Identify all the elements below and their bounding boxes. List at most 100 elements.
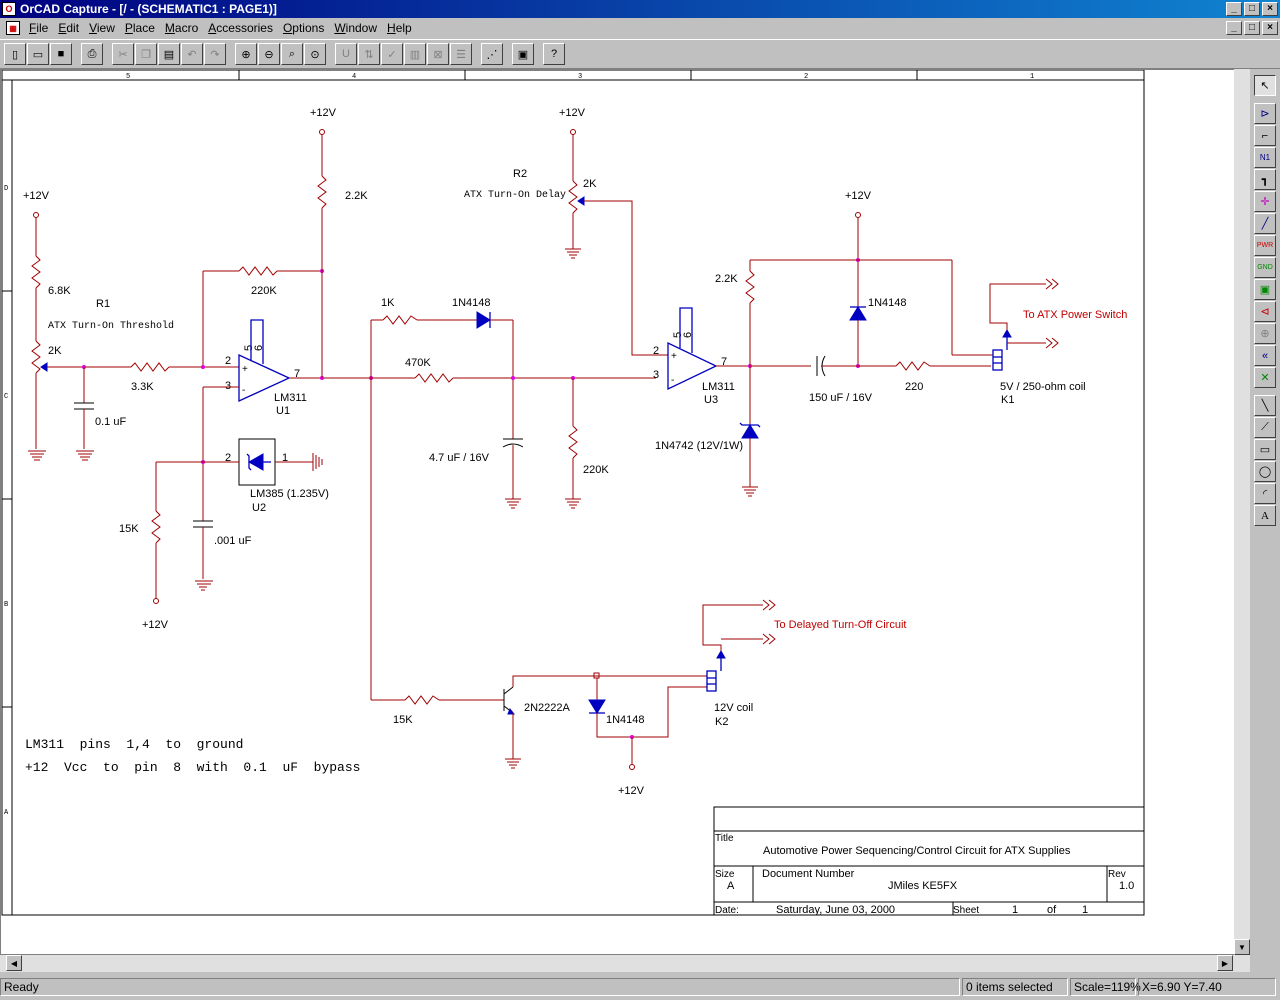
docnum-value: JMiles KE5FX	[888, 880, 958, 892]
place-line-icon[interactable]: ╲	[1254, 395, 1276, 416]
of-label: of	[1047, 904, 1057, 916]
maximize-button[interactable]: □	[1244, 2, 1260, 16]
cross-reference-icon[interactable]: ⊠	[427, 43, 449, 65]
sheet-label: Sheet	[953, 905, 979, 916]
place-junction-icon[interactable]: ✛	[1254, 191, 1276, 212]
cap-c3-label: 4.7 uF / 16V	[429, 452, 490, 464]
vertical-scrollbar[interactable]: ▼	[1234, 69, 1250, 955]
cut-icon[interactable]: ✂	[112, 43, 134, 65]
menu-window[interactable]: Window	[334, 21, 378, 35]
doc-restore-button[interactable]: □	[1244, 21, 1260, 35]
scroll-down-icon[interactable]: ▼	[1234, 939, 1250, 955]
doc-minimize-button[interactable]: _	[1226, 21, 1242, 35]
of-value: 1	[1082, 904, 1088, 916]
redo-icon[interactable]: ↷	[204, 43, 226, 65]
place-power-icon[interactable]: PWR	[1254, 235, 1276, 256]
select-tool-icon[interactable]: ↖	[1254, 75, 1276, 96]
undo-icon[interactable]: ↶	[181, 43, 203, 65]
scroll-right-icon[interactable]: ▶	[1217, 955, 1233, 971]
size-label: Size	[715, 869, 735, 880]
back-annotate-icon[interactable]: ⇅	[358, 43, 380, 65]
u3-pin7: 7	[721, 356, 727, 368]
rev-label: Rev	[1108, 869, 1126, 880]
k2-port-label: To Delayed Turn-Off Circuit	[774, 619, 906, 631]
d3-label: 1N4742 (12V/1W)	[655, 440, 743, 452]
r-220k-b-label: 220K	[583, 464, 609, 476]
place-net-alias-icon[interactable]: N1	[1254, 147, 1276, 168]
u2-pin2: 2	[225, 452, 231, 464]
svg-text:+: +	[242, 364, 248, 375]
orcad-app-icon[interactable]: O	[2, 2, 16, 16]
page-border	[1, 70, 1145, 916]
place-bus-entry-icon[interactable]: ╱	[1254, 213, 1276, 234]
place-hierarchical-port-icon[interactable]: ⊲	[1254, 301, 1276, 322]
supply-label-1: +12V	[23, 190, 50, 202]
r-1k-label: 1K	[381, 297, 395, 309]
menu-view[interactable]: View	[89, 21, 115, 35]
scroll-left-icon[interactable]: ◀	[6, 955, 22, 971]
border-row-b: B	[4, 601, 8, 609]
u1-pin6: 6	[253, 345, 265, 351]
menu-help[interactable]: Help	[387, 21, 412, 35]
place-polyline-icon[interactable]: ⟋	[1254, 417, 1276, 438]
menu-file[interactable]: File	[29, 21, 49, 35]
minimize-button[interactable]: _	[1226, 2, 1242, 16]
place-off-page-connector-icon[interactable]: «	[1254, 345, 1276, 366]
open-icon[interactable]: ▭	[27, 43, 49, 65]
menu-place[interactable]: Place	[124, 21, 155, 35]
document-icon[interactable]: ▦	[6, 21, 20, 35]
pot-2k-label: 2K	[48, 345, 62, 357]
status-selection: 0 items selected	[962, 978, 1068, 996]
zoom-area-icon[interactable]: ⌕	[281, 43, 303, 65]
new-icon[interactable]: ▯	[4, 43, 26, 65]
u2-ref: U2	[252, 502, 266, 514]
u3-pin6: 6	[682, 332, 694, 338]
help-icon[interactable]: ?	[543, 43, 565, 65]
border-row-c: C	[4, 393, 8, 401]
horizontal-scrollbar[interactable]: ◀ ▶	[0, 955, 1250, 972]
place-bus-icon[interactable]: ┓	[1254, 169, 1276, 190]
zoom-out-icon[interactable]: ⊖	[258, 43, 280, 65]
u1-pin5: 5	[243, 345, 255, 351]
delay-network: 1K 1N4148 470K 4.7 uF / 16V 220K	[369, 297, 656, 509]
u3-part: LM311	[702, 381, 735, 393]
project-manager-icon[interactable]: ▣	[512, 43, 534, 65]
menu-accessories[interactable]: Accessories	[208, 21, 273, 35]
doc-close-button[interactable]: ×	[1262, 21, 1278, 35]
toolbar: ▯ ▭ ■ ⎙ ✂ ❐ ▤ ↶ ↷ ⊕ ⊖ ⌕ ⊙ U ⇅ ✓ ▥ ⊠ ☰ ⋰ …	[0, 39, 1280, 69]
place-arc-icon[interactable]: ◜	[1254, 483, 1276, 504]
docnum-label: Document Number	[762, 868, 855, 880]
zoom-all-icon[interactable]: ⊙	[304, 43, 326, 65]
print-icon[interactable]: ⎙	[81, 43, 103, 65]
netlist-icon[interactable]: ▥	[404, 43, 426, 65]
u2-pin1: 1	[282, 452, 288, 464]
place-no-connect-icon[interactable]: ✕	[1254, 367, 1276, 388]
menu-edit[interactable]: Edit	[58, 21, 80, 35]
menu-macro[interactable]: Macro	[164, 21, 199, 35]
place-rectangle-icon[interactable]: ▭	[1254, 439, 1276, 460]
close-button[interactable]: ×	[1262, 2, 1278, 16]
place-ellipse-icon[interactable]: ◯	[1254, 461, 1276, 482]
place-wire-icon[interactable]: ⌐	[1254, 125, 1276, 146]
drc-icon[interactable]: ✓	[381, 43, 403, 65]
r2-value: 2K	[583, 178, 597, 190]
snap-to-grid-icon[interactable]: ⋰	[481, 43, 503, 65]
bill-of-materials-icon[interactable]: ☰	[450, 43, 472, 65]
save-icon[interactable]: ■	[50, 43, 72, 65]
place-text-icon[interactable]: A	[1254, 505, 1276, 526]
copy-icon[interactable]: ❐	[135, 43, 157, 65]
schematic-canvas[interactable]: 5 4 3 2 1 D C B A +12V 6.8K 2K R1 ATX Tu…	[0, 69, 1250, 955]
u1-ref: U1	[276, 405, 290, 417]
place-ground-icon[interactable]: GND	[1254, 257, 1276, 278]
place-hierarchical-block-icon[interactable]: ▣	[1254, 279, 1276, 300]
menu-options[interactable]: Options	[282, 21, 325, 35]
sheet-value: 1	[1012, 904, 1018, 916]
u1-pin7: 7	[294, 368, 300, 380]
place-part-icon[interactable]: ⊳	[1254, 103, 1276, 124]
status-coordinates: X=6.90 Y=7.40	[1138, 978, 1276, 996]
paste-icon[interactable]: ▤	[158, 43, 180, 65]
zoom-in-icon[interactable]: ⊕	[235, 43, 257, 65]
svg-text:+: +	[671, 351, 677, 362]
annotate-icon[interactable]: U	[335, 43, 357, 65]
place-hierarchical-pin-icon[interactable]: ⊕	[1254, 323, 1276, 344]
